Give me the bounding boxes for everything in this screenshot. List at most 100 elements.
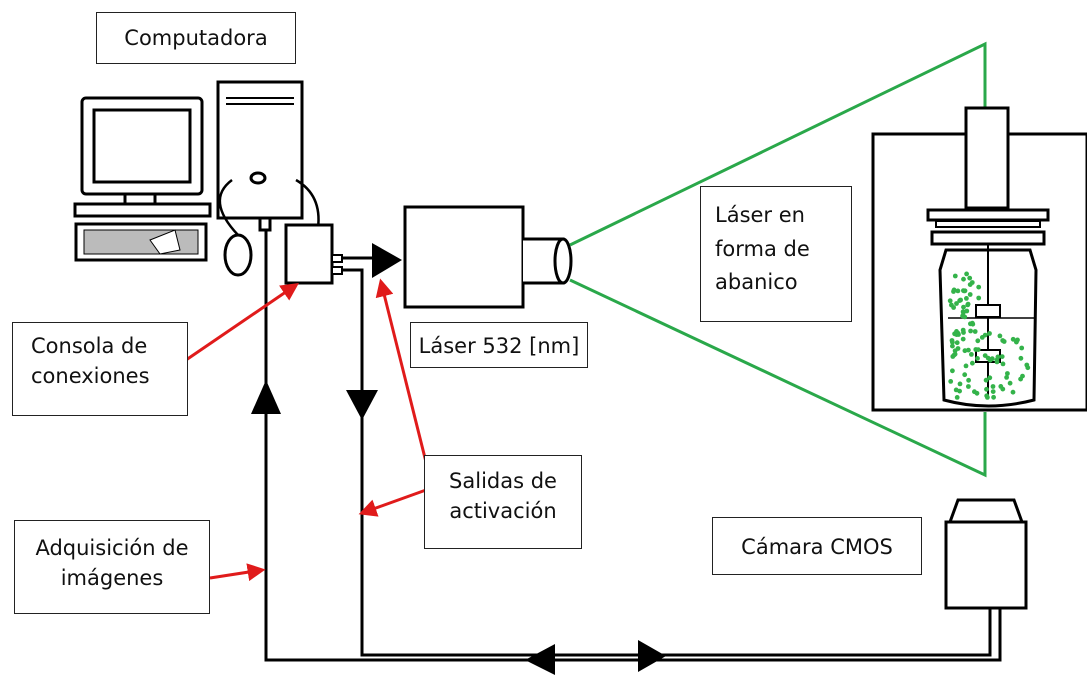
tracer-particle bbox=[964, 308, 970, 314]
tracer-particle bbox=[1000, 361, 1006, 367]
pointer-console bbox=[185, 282, 299, 362]
tracer-particle bbox=[1007, 380, 1013, 386]
camera-label-text: Cámara CMOS bbox=[741, 535, 893, 559]
tracer-particle bbox=[1018, 355, 1024, 361]
tracer-particle bbox=[967, 292, 973, 297]
tracer-particle bbox=[972, 389, 977, 395]
tracer-particle bbox=[962, 348, 968, 354]
tracer-particle bbox=[961, 276, 966, 282]
tracer-particle bbox=[957, 298, 963, 303]
tracer-particle bbox=[994, 359, 1000, 365]
tracer-particle bbox=[997, 333, 1003, 339]
tracer-particle bbox=[987, 331, 992, 336]
cmos-camera-icon bbox=[944, 498, 1028, 610]
tracer-particle bbox=[968, 328, 973, 334]
tracer-particle bbox=[969, 280, 975, 285]
tracer-particle bbox=[949, 338, 955, 343]
tracer-particle bbox=[948, 379, 954, 384]
tracer-particle bbox=[963, 363, 969, 369]
tracer-particle bbox=[970, 360, 975, 366]
tracer-particle bbox=[975, 338, 981, 344]
tracer-particle bbox=[1010, 336, 1016, 342]
tracer-particle bbox=[947, 298, 953, 304]
tracer-particle bbox=[964, 296, 969, 301]
tracer-particle bbox=[987, 357, 993, 363]
tracer-particle bbox=[957, 388, 962, 394]
tracer-particle bbox=[990, 384, 996, 389]
tracer-particle bbox=[957, 381, 963, 387]
tracer-particle bbox=[950, 343, 955, 349]
signal-direction-arrows bbox=[251, 243, 666, 675]
tracer-particle bbox=[954, 340, 960, 346]
tracer-particle bbox=[961, 304, 966, 310]
tracer-particle bbox=[954, 395, 960, 400]
arrow-down-trigger bbox=[346, 390, 378, 420]
laser-emitter-icon bbox=[403, 205, 573, 309]
tracer-particle bbox=[983, 377, 989, 383]
tracer-particle bbox=[960, 336, 966, 342]
label-image-acquisition: Adquisición de imágenes bbox=[14, 520, 210, 614]
label-fan-laser: Láser en forma de abanico bbox=[700, 186, 852, 322]
connection-console-icon bbox=[284, 223, 343, 285]
tracer-particles bbox=[947, 271, 1031, 400]
tracer-particle bbox=[984, 386, 989, 392]
tracer-particle bbox=[972, 329, 978, 334]
tracer-particle bbox=[991, 394, 996, 400]
tracer-particle bbox=[950, 368, 955, 374]
label-camera: Cámara CMOS bbox=[712, 517, 922, 575]
tracer-particle bbox=[995, 354, 1001, 360]
label-trigger-outputs: Salidas de activación bbox=[424, 455, 582, 549]
tracer-particle bbox=[1004, 375, 1009, 380]
tracer-particle bbox=[976, 295, 982, 301]
signal-lines bbox=[264, 230, 1002, 662]
tracer-particle bbox=[954, 301, 959, 306]
tracer-particle bbox=[1014, 339, 1019, 345]
tracer-particle bbox=[970, 320, 975, 326]
label-console: Consola de conexiones bbox=[12, 322, 188, 416]
pointer-trigger-line bbox=[358, 488, 427, 517]
label-computer: Computadora bbox=[96, 12, 296, 64]
tracer-particle bbox=[967, 275, 973, 281]
laser-sheet-beam bbox=[569, 41, 987, 478]
tracer-particle bbox=[975, 356, 980, 361]
tracer-particle bbox=[1001, 339, 1007, 344]
tracer-particle bbox=[960, 327, 966, 333]
arrow-left-bottom bbox=[525, 644, 555, 675]
tracer-particle bbox=[969, 352, 974, 357]
tracer-particle bbox=[1018, 376, 1023, 382]
tracer-particle bbox=[951, 287, 957, 293]
arrow-to-laser bbox=[372, 243, 402, 278]
tracer-particle bbox=[976, 284, 982, 290]
tracer-particle bbox=[982, 332, 988, 338]
arrow-up-acquisition bbox=[251, 380, 281, 414]
console-label-text: Consola de conexiones bbox=[31, 334, 150, 389]
arrow-right-bottom bbox=[638, 640, 666, 672]
image-acquisition-label-text: Adquisición de imágenes bbox=[35, 536, 189, 591]
tracer-particle bbox=[961, 288, 967, 294]
tracer-particle bbox=[955, 346, 961, 351]
tracer-particle bbox=[1005, 371, 1010, 376]
tracer-particle bbox=[1019, 345, 1025, 351]
tracer-particle bbox=[955, 288, 961, 294]
pointer-trigger-laser bbox=[375, 278, 428, 463]
tracer-particle bbox=[1024, 362, 1030, 368]
tracer-particle bbox=[962, 372, 968, 378]
tracer-particle bbox=[990, 389, 996, 394]
desktop-computer-icon bbox=[73, 80, 320, 277]
computer-label-text: Computadora bbox=[124, 26, 268, 50]
label-laser: Láser 532 [nm] bbox=[410, 322, 588, 368]
tracer-particle bbox=[1010, 389, 1016, 395]
tracer-particle bbox=[973, 347, 979, 352]
tracer-particle bbox=[950, 354, 956, 359]
tracer-particle bbox=[987, 375, 993, 381]
tracer-particle bbox=[965, 301, 971, 307]
tracer-particle bbox=[952, 273, 958, 279]
fan-laser-label-text: Láser en forma de abanico bbox=[715, 203, 810, 295]
label-pointer-arrows bbox=[185, 278, 428, 582]
laser-label-text: Láser 532 [nm] bbox=[418, 334, 580, 358]
tracer-particle bbox=[966, 384, 971, 389]
trigger-outputs-label-text: Salidas de activación bbox=[449, 469, 557, 524]
particle-tank-icon bbox=[871, 106, 1087, 412]
tracer-particle bbox=[960, 309, 966, 315]
